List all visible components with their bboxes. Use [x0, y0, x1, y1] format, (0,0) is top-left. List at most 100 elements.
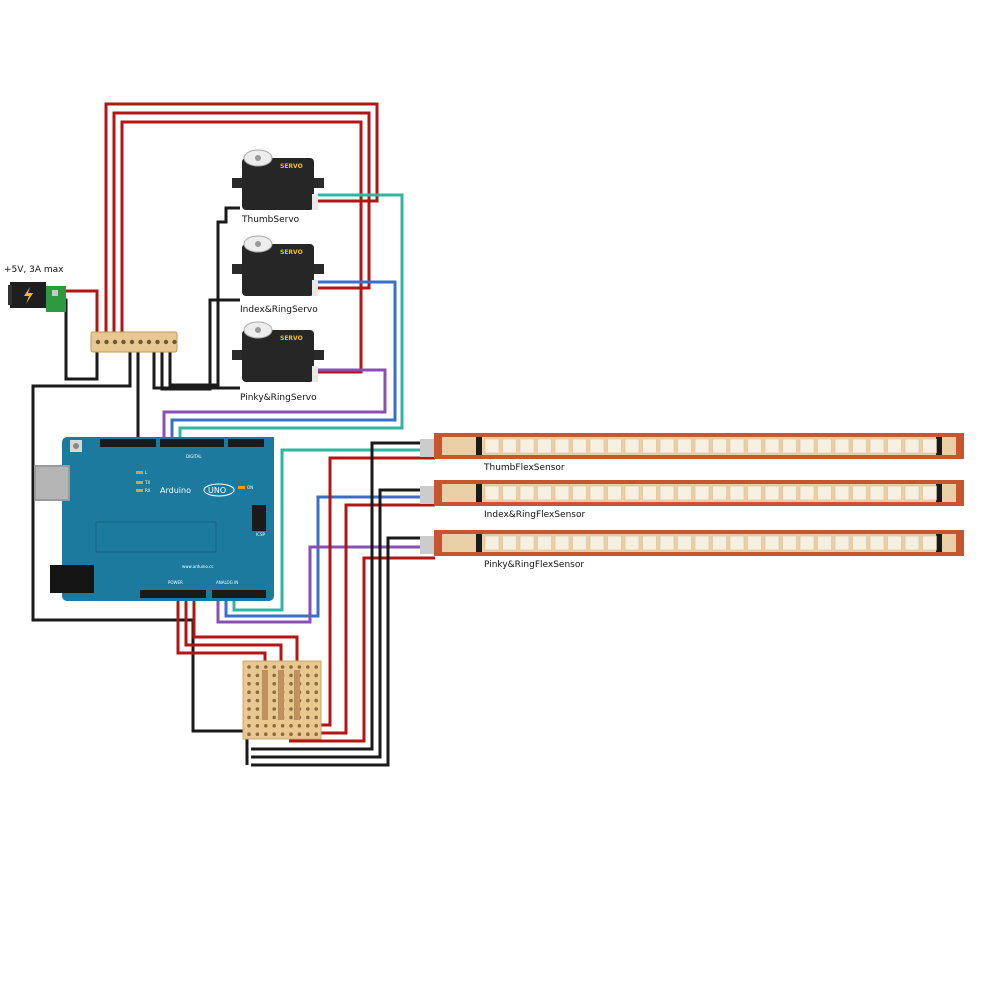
wire-sensor-2-black — [251, 488, 435, 759]
flex-sensor-segment — [887, 438, 902, 454]
flex-sensor-segment — [484, 438, 500, 454]
perfboard-hole — [289, 665, 293, 669]
perfboard-hole — [272, 698, 277, 703]
perfboard-hole — [247, 665, 251, 669]
flex-sensor-segment — [554, 535, 570, 551]
flex-sensor-segment — [852, 535, 867, 551]
flex-sensor-segment — [677, 485, 692, 501]
perfboard-hole — [247, 707, 251, 711]
flex-sensor-segment — [589, 438, 605, 454]
resistor-1 — [262, 670, 268, 720]
header-hole — [121, 339, 126, 345]
header-strip — [90, 331, 178, 353]
wire-power-servo-3 — [120, 120, 363, 374]
perfboard-hole — [272, 682, 277, 686]
servo-horn-hub — [255, 155, 261, 161]
flex-sensor-segment — [484, 485, 500, 501]
flex-sensor-segment — [729, 535, 745, 551]
perfboard-hole — [289, 690, 293, 694]
flex-sensor-segment — [764, 535, 780, 551]
flex-sensor-segment — [642, 438, 657, 454]
flex-sensor-segment — [572, 438, 587, 454]
header-hole — [138, 339, 143, 345]
perfboard-hole — [272, 715, 277, 720]
perfboard-hole — [314, 732, 319, 736]
servo-connector — [312, 280, 318, 296]
perfboard-hole — [314, 690, 319, 694]
perfboard-hole — [264, 665, 268, 669]
perfboard-hole — [306, 707, 310, 711]
perfboard-hole — [247, 732, 251, 736]
servo-label: Pinky&RingServo — [240, 393, 317, 403]
power-header — [140, 590, 206, 598]
perfboard-hole — [306, 724, 310, 728]
flex-sensor-end-left — [476, 437, 482, 455]
flex-sensor-segment — [834, 438, 850, 454]
perfboard-hole — [289, 707, 293, 711]
uno-badge — [203, 483, 235, 497]
flex-sensor-segment — [537, 485, 552, 501]
flex-sensor-segment — [834, 535, 850, 551]
flex-sensor-end-right — [936, 534, 942, 552]
power-jack-pcb — [46, 286, 66, 312]
flex-sensor-segment — [537, 535, 552, 551]
servo-label: ThumbServo — [241, 215, 300, 225]
perfboard-hole — [289, 724, 293, 728]
header-hole — [172, 339, 177, 345]
flex-sensor-segment — [607, 535, 622, 551]
perfboard-hole — [314, 715, 319, 720]
bolt-icon — [24, 287, 33, 304]
flex-sensor-segment — [834, 485, 850, 501]
led-l — [136, 471, 143, 474]
flex-sensor-end-left — [476, 484, 482, 502]
led-tx — [136, 481, 143, 484]
perfboard-hole — [289, 673, 293, 678]
arduino-model: UNO — [208, 486, 226, 495]
flex-sensor-end-right — [936, 484, 942, 502]
flex-sensor-segment — [694, 485, 710, 501]
flex-sensor-segment — [642, 535, 657, 551]
wire-signal-index-servo — [170, 280, 397, 445]
flex-sensor-segment — [589, 535, 605, 551]
servo-body — [242, 330, 314, 382]
flex-sensor-segment — [922, 485, 937, 501]
perfboard-hole — [314, 698, 319, 703]
servo-brand: SERVO — [280, 335, 303, 342]
flex-sensor-segment — [869, 485, 885, 501]
wire-arduino-5v-2 — [184, 596, 283, 665]
wires — [31, 102, 435, 767]
wire-sensor-1-black — [251, 441, 435, 751]
sensor-group: ThumbFlexSensorIndex&RingFlexSensorPinky… — [420, 433, 964, 570]
perfboard-hole — [289, 682, 293, 686]
perfboard-hole — [255, 665, 260, 669]
flex-sensor-segment — [904, 438, 920, 454]
perfboard-hole — [247, 698, 251, 703]
flex-sensor-segment — [817, 535, 832, 551]
power-label: +5V, 3A max — [4, 265, 64, 275]
flex-sensor-segment — [904, 535, 920, 551]
perfboard-hole — [272, 732, 277, 736]
flex-sensor-segment — [782, 438, 797, 454]
perfboard-hole — [314, 682, 319, 686]
perfboard-hole — [247, 715, 251, 720]
barrel-jack — [50, 565, 94, 593]
flex-sensor-segment — [729, 438, 745, 454]
icsp-header — [252, 505, 266, 531]
flex-sensor-segment — [799, 438, 815, 454]
flex-sensor-segment — [554, 438, 570, 454]
flex-sensor-segment — [887, 485, 902, 501]
perfboard-hole — [297, 724, 302, 728]
flex-sensor-segment — [712, 438, 727, 454]
servo-horn-hub — [255, 241, 261, 247]
led-tx-label: TX — [144, 480, 150, 485]
perfboard-hole — [272, 707, 277, 711]
usb-port-inner — [36, 467, 68, 499]
header-hole — [163, 339, 169, 345]
perfboard-hole — [255, 715, 260, 720]
flex-sensor-segment — [624, 485, 640, 501]
header-hole — [104, 339, 109, 345]
perfboard-hole — [314, 707, 319, 711]
flex-sensor-segment — [764, 485, 780, 501]
